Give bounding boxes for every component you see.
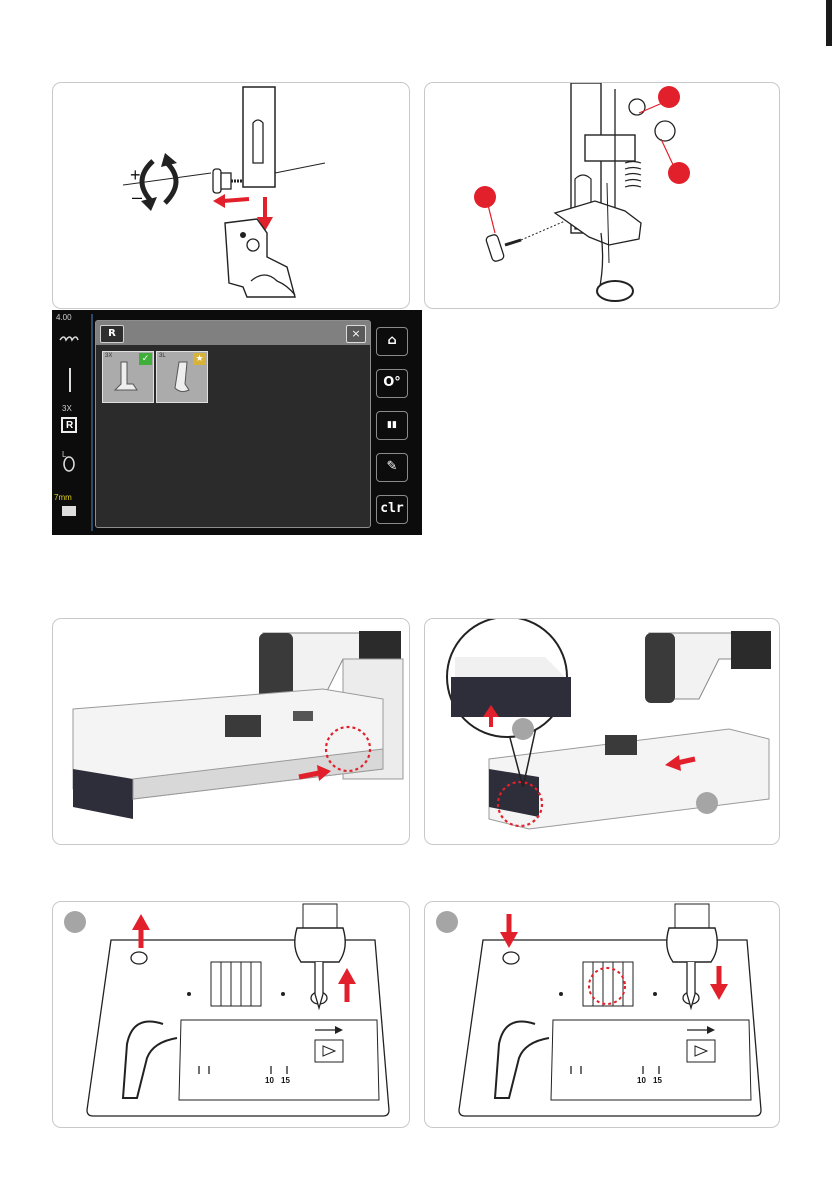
panel-plate-attach: 10 15 xyxy=(424,901,780,1128)
foot-option-3x[interactable]: 3X ✓ xyxy=(102,351,154,403)
panel-needle-clamp xyxy=(424,82,780,309)
panel-attach-module xyxy=(52,618,410,845)
attach-foot-illustration xyxy=(53,83,409,308)
foot-option-3l[interactable]: 3L ★ xyxy=(156,351,208,403)
plate-attach-illustration xyxy=(425,902,779,1127)
plate-mark-15: 15 xyxy=(653,1076,662,1085)
check-icon: ✓ xyxy=(139,353,152,365)
status-bar-divider xyxy=(91,314,93,531)
presser-foot-button[interactable]: O° xyxy=(376,369,408,398)
presser-foot-dialog: R × 3X ✓ 3L ★ xyxy=(95,320,371,528)
page-edge-tab xyxy=(826,0,832,46)
star-icon: ★ xyxy=(193,353,206,365)
needle-clamp-illustration xyxy=(425,83,779,308)
machine-display: 4.00 3X R L 7mm R × 3X ✓ 3L ★ ⌂ O° ▮▮ ✎ … xyxy=(52,310,422,535)
foot-number-label: 3X xyxy=(62,404,72,413)
status-bar-icons xyxy=(52,310,92,520)
foot-option-label: 3L xyxy=(159,353,166,359)
panel-plate-remove: 10 15 xyxy=(52,901,410,1128)
panel-remove-module xyxy=(424,618,780,845)
needle-plate-label: 7mm xyxy=(54,493,72,502)
home-button[interactable]: ⌂ xyxy=(376,327,408,356)
foot-letter-label[interactable]: R xyxy=(66,420,73,431)
clear-button[interactable]: clr xyxy=(376,495,408,524)
plus-sign: + xyxy=(130,165,141,186)
bobbin-label: L xyxy=(62,450,66,459)
dialog-header: R × xyxy=(96,321,370,345)
panel-attach-foot: + – xyxy=(52,82,410,309)
remove-module-illustration xyxy=(425,619,779,844)
dialog-tab[interactable]: R xyxy=(100,325,124,343)
manual-button[interactable]: ▮▮ xyxy=(376,411,408,440)
close-icon[interactable]: × xyxy=(346,325,366,343)
plate-mark-10: 10 xyxy=(637,1076,646,1085)
minus-sign: – xyxy=(132,187,142,208)
foot-option-label: 3X xyxy=(105,353,112,359)
plate-mark-15: 15 xyxy=(281,1076,290,1085)
plate-remove-illustration xyxy=(53,902,409,1127)
attach-module-illustration xyxy=(53,619,409,844)
plate-mark-10: 10 xyxy=(265,1076,274,1085)
tutorial-button[interactable]: ✎ xyxy=(376,453,408,482)
